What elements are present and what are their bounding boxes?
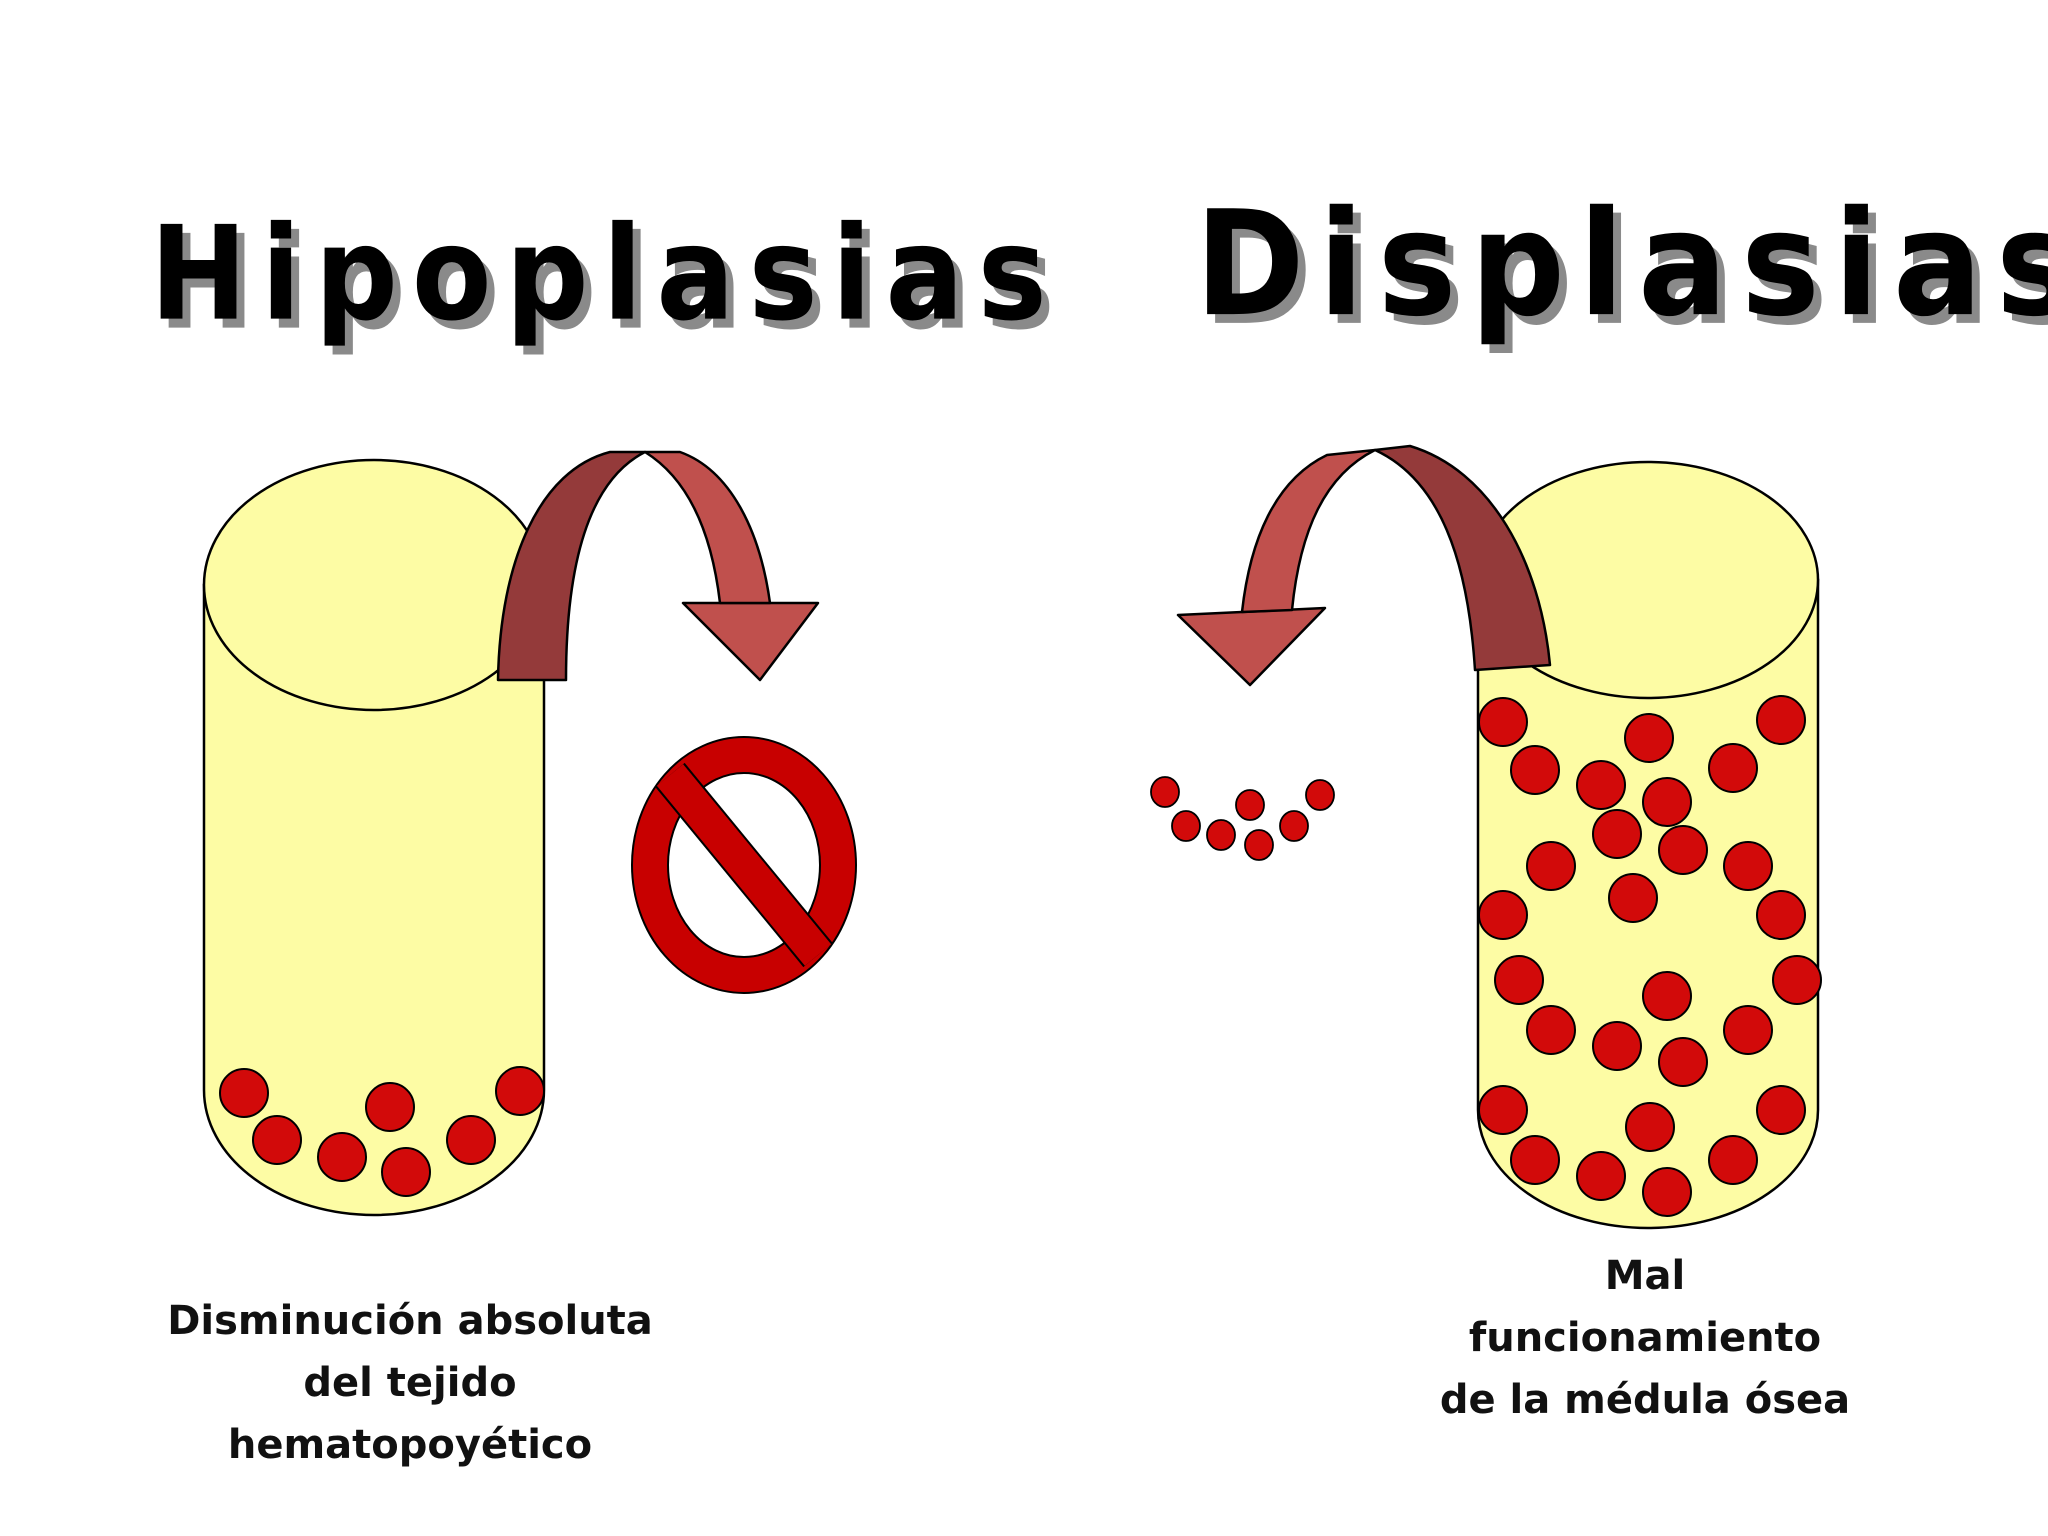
blood-cell xyxy=(1526,1005,1576,1055)
blood-cell xyxy=(381,1147,431,1197)
hipoplasias-title: Hipoplasias xyxy=(150,198,1061,350)
blood-cell xyxy=(495,1066,545,1116)
blood-cell xyxy=(1642,971,1692,1021)
blood-cell xyxy=(1608,873,1658,923)
blood-cell xyxy=(1658,1037,1708,1087)
right-tube-cells xyxy=(1478,695,1822,1217)
caption-line: del tejido xyxy=(303,1360,517,1406)
small-cell xyxy=(1206,819,1236,851)
small-cell xyxy=(1150,776,1180,808)
blood-cell xyxy=(1723,1005,1773,1055)
arrow-left-front xyxy=(643,450,772,605)
arrow-right-head xyxy=(1176,606,1327,687)
blood-cell xyxy=(1756,695,1806,745)
blood-cell xyxy=(1478,1085,1528,1135)
curved-arrow-down-right-icon xyxy=(496,450,820,682)
blood-cell xyxy=(1723,841,1773,891)
released-cells xyxy=(1150,776,1335,861)
curved-arrow-down-left-icon xyxy=(1176,444,1552,687)
caption-line: Mal xyxy=(1604,1253,1686,1299)
blood-cell xyxy=(1624,713,1674,763)
caption-line: funcionamiento xyxy=(1468,1315,1822,1361)
blood-cell xyxy=(1756,890,1806,940)
left-tube-body xyxy=(202,583,546,1217)
arrow-left-head xyxy=(681,601,820,682)
blood-cell xyxy=(1494,955,1544,1005)
blood-cell xyxy=(317,1132,367,1182)
caption-line: de la médula ósea xyxy=(1439,1377,1851,1423)
displasias-caption: Mal funcionamiento de la médula ósea xyxy=(1395,1245,1895,1431)
blood-cell xyxy=(1526,841,1576,891)
blood-cell xyxy=(1510,745,1560,795)
arrow-right-front xyxy=(1240,448,1377,614)
blood-cell xyxy=(252,1115,302,1165)
left-tube xyxy=(202,458,546,1217)
caption-line: Disminución absoluta xyxy=(167,1298,653,1344)
small-cell xyxy=(1171,810,1201,842)
small-cell xyxy=(1305,779,1335,811)
small-cell xyxy=(1235,789,1265,821)
caption-line: hematopoyético xyxy=(227,1422,593,1468)
arrow-right-back xyxy=(1373,444,1552,672)
blood-cell xyxy=(1592,809,1642,859)
blood-cell xyxy=(365,1082,415,1132)
blood-cell xyxy=(219,1068,269,1118)
small-cell xyxy=(1244,829,1274,861)
blood-cell xyxy=(446,1115,496,1165)
blood-cell xyxy=(1708,1135,1758,1185)
prohibition-ring-outline-inner xyxy=(667,772,821,958)
prohibition-ring xyxy=(632,737,856,993)
blood-cell xyxy=(1708,743,1758,793)
blood-cell xyxy=(1478,890,1528,940)
blood-cell xyxy=(1772,955,1822,1005)
blood-cell xyxy=(1756,1085,1806,1135)
blood-cell xyxy=(1576,760,1626,810)
displasias-title: Displasias xyxy=(1195,179,2048,350)
prohibition-bar-fill xyxy=(656,764,832,966)
blood-cell xyxy=(1592,1021,1642,1071)
blood-cell xyxy=(1478,697,1528,747)
left-tube-cells xyxy=(219,1066,545,1197)
prohibition-ring-outline-outer xyxy=(631,736,857,994)
left-tube-top xyxy=(202,458,546,712)
blood-cell xyxy=(1625,1102,1675,1152)
blood-cell xyxy=(1642,1167,1692,1217)
arrow-left-back xyxy=(496,450,647,682)
blood-cell xyxy=(1658,825,1708,875)
blood-cell xyxy=(1576,1151,1626,1201)
blood-cell xyxy=(1510,1135,1560,1185)
hipoplasias-caption: Disminución absoluta del tejido hematopo… xyxy=(130,1290,690,1476)
right-tube xyxy=(1476,460,1822,1230)
prohibition-sign-icon xyxy=(631,736,857,994)
blood-cell xyxy=(1642,777,1692,827)
small-cell xyxy=(1279,810,1309,842)
